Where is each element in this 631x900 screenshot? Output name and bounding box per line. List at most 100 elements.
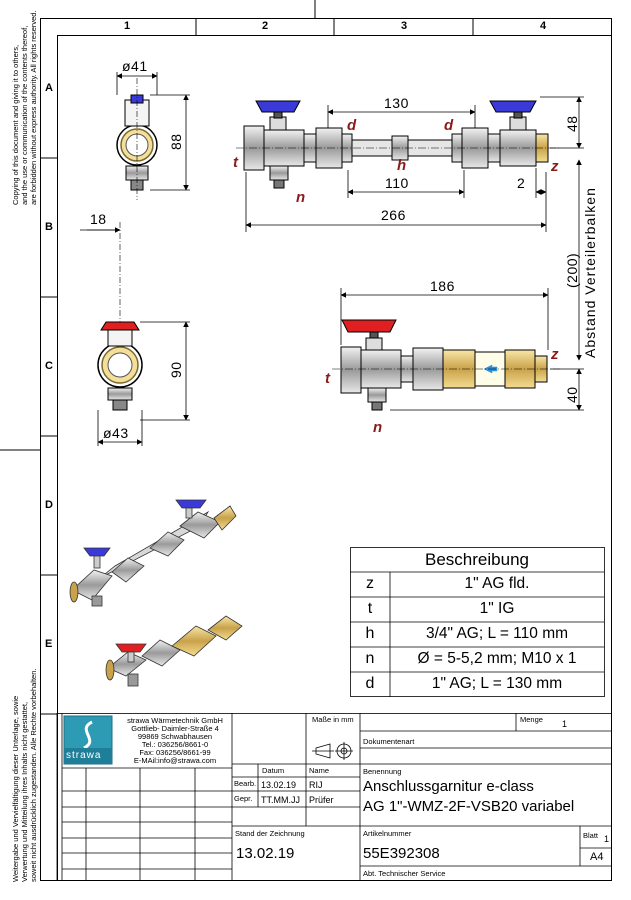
description-row-d: d 1" AG; L = 130 mm bbox=[350, 672, 604, 695]
part-label-z-top: z bbox=[551, 158, 559, 175]
row-label-b: B bbox=[45, 221, 53, 233]
blatt-value: 1 bbox=[604, 834, 610, 844]
side-view-assembly-1 bbox=[236, 100, 560, 189]
dimension-130: 130 bbox=[384, 95, 409, 111]
isometric-view-red bbox=[105, 615, 243, 687]
description-row-t: t 1" IG bbox=[350, 597, 604, 620]
masse-label: Maße in mm bbox=[312, 715, 354, 724]
description-value: 3/4" AG; L = 110 mm bbox=[425, 625, 569, 642]
description-value: Ø = 5-5,2 mm; M10 x 1 bbox=[417, 650, 577, 667]
front-view-blue-valve bbox=[116, 78, 158, 200]
dimension-diameter-41: ø41 bbox=[122, 58, 148, 74]
description-row-z: z 1" AG fld. bbox=[350, 572, 604, 595]
part-label-n-top: n bbox=[296, 189, 306, 206]
column-label-4: 4 bbox=[540, 20, 547, 32]
side-view-1-dimensions bbox=[245, 96, 584, 232]
part-label-n-bottom: n bbox=[373, 419, 383, 436]
artikelnummer-label: Artikelnummer bbox=[363, 829, 412, 838]
abt-label: Abt. Technischer Service bbox=[363, 869, 446, 878]
dimension-48: 48 bbox=[564, 115, 580, 132]
gepr-label: Gepr. bbox=[234, 794, 253, 803]
part-label-d-right: d bbox=[444, 117, 454, 134]
part-label-z-bottom: z bbox=[551, 346, 559, 363]
front-view-blue-dimensions bbox=[116, 72, 190, 191]
description-key: d bbox=[365, 675, 375, 692]
name-label: Name bbox=[309, 766, 330, 775]
artikelnummer-value: 55E392308 bbox=[363, 845, 440, 862]
stand-label: Stand der Zeichnung bbox=[235, 829, 305, 838]
dimension-88: 88 bbox=[168, 133, 184, 150]
front-view-red-dimensions bbox=[80, 227, 190, 446]
stand-value: 13.02.19 bbox=[236, 845, 295, 862]
column-label-3: 3 bbox=[401, 20, 408, 32]
front-view-red-valve bbox=[97, 222, 143, 411]
benennung-line-1: Anschlussgarnitur e-class bbox=[363, 778, 534, 795]
row-label-d: D bbox=[45, 499, 53, 511]
side-view-assembly-2 bbox=[332, 319, 560, 411]
benennung-label: Benennung bbox=[363, 767, 402, 776]
description-value: 1" AG fld. bbox=[464, 575, 530, 592]
description-value: 1" IG bbox=[479, 600, 515, 617]
part-label-t-bottom: t bbox=[325, 370, 330, 387]
projection-symbol-icon bbox=[312, 742, 353, 760]
column-label-1: 1 bbox=[124, 20, 131, 32]
row-label-c: C bbox=[45, 360, 53, 372]
company-city: 99869 Schwabhausen bbox=[137, 732, 213, 741]
description-table-header: Beschreibung bbox=[425, 550, 529, 569]
menge-value: 1 bbox=[562, 719, 568, 729]
description-table-grid bbox=[350, 547, 605, 697]
blatt-label: Blatt bbox=[583, 831, 599, 840]
company-street: Gottlieb- Daimler-Straße 4 bbox=[131, 724, 219, 733]
dokumentenart-label: Dokumentenart bbox=[363, 737, 415, 746]
company-phone: Tel.: 036256/8661-0 bbox=[141, 740, 209, 749]
bearb-label: Bearb. bbox=[234, 779, 257, 788]
dimension-110: 110 bbox=[385, 175, 409, 191]
copyright-line-2: and the use or communication of the cont… bbox=[20, 25, 29, 205]
dimension-200: (200) bbox=[564, 252, 580, 288]
dimension-2: 2 bbox=[517, 175, 526, 191]
company-fax: Fax: 036256/8661-99 bbox=[139, 748, 211, 757]
strawa-logo bbox=[63, 715, 113, 765]
copyright-de-line-1: Weitergabe und Vervielfältigung dieser U… bbox=[11, 695, 20, 882]
column-label-2: 2 bbox=[262, 20, 269, 32]
part-label-d-left: d bbox=[347, 117, 357, 134]
format-value: A4 bbox=[590, 851, 604, 863]
logo-text: strawa bbox=[66, 750, 102, 761]
copyright-line-3: are forbidden without express authority.… bbox=[29, 10, 38, 205]
description-key: z bbox=[366, 575, 374, 592]
title-block-grid bbox=[56, 713, 612, 881]
copyright-de-line-3: soweit nicht ausdrücklich zugestanden. A… bbox=[29, 668, 38, 882]
description-key: h bbox=[365, 625, 375, 642]
dimension-diameter-43: ø43 bbox=[103, 425, 129, 441]
row-label-a: A bbox=[45, 82, 53, 94]
dimension-90: 90 bbox=[168, 361, 184, 378]
gepr-name: Prüfer bbox=[309, 795, 334, 805]
part-label-h: h bbox=[397, 157, 407, 174]
abstand-verteilerbalken-label: Abstand Verteilerbalken bbox=[582, 187, 598, 358]
bearb-name: RIJ bbox=[309, 780, 323, 790]
side-view-2-dimensions bbox=[340, 159, 584, 411]
part-label-t-top: t bbox=[233, 154, 238, 171]
company-email: E-MAil:info@strawa.com bbox=[133, 756, 217, 765]
isometric-view-blue bbox=[69, 499, 237, 607]
datum-label: Datum bbox=[262, 766, 285, 775]
dimension-186: 186 bbox=[430, 278, 455, 294]
description-row-n: n Ø = 5-5,2 mm; M10 x 1 bbox=[350, 647, 604, 670]
gepr-date: TT.MM.JJ bbox=[261, 795, 300, 805]
description-key: t bbox=[367, 600, 373, 617]
dimension-40: 40 bbox=[564, 386, 580, 403]
description-row-h: h 3/4" AG; L = 110 mm bbox=[350, 622, 604, 645]
description-value: 1" AG; L = 130 mm bbox=[431, 675, 563, 692]
bearb-date: 13.02.19 bbox=[261, 780, 297, 790]
dimension-18: 18 bbox=[90, 211, 107, 227]
copyright-de-line-2: Verwertung und Mitteilung ihres Inhalts … bbox=[20, 701, 29, 882]
copyright-line-1: Copying of this document and giving it t… bbox=[11, 44, 20, 205]
company-name: strawa Wärmetechnik GmbH bbox=[127, 716, 223, 725]
row-label-e: E bbox=[45, 638, 53, 650]
description-key: n bbox=[365, 650, 375, 667]
menge-label: Menge bbox=[520, 715, 543, 724]
dimension-266: 266 bbox=[381, 207, 406, 223]
benennung-line-2: AG 1"-WMZ-2F-VSB20 variabel bbox=[363, 798, 575, 815]
